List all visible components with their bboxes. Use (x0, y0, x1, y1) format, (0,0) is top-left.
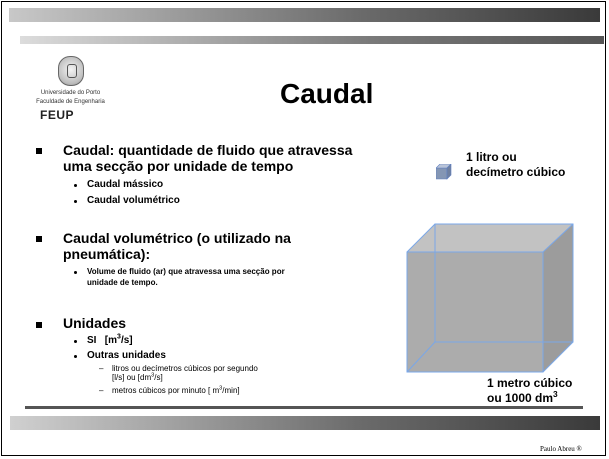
section2-heading-line1: Caudal volumétrico (o utilizado na (63, 230, 291, 246)
section1-item-2: Caudal volumétrico (87, 195, 180, 206)
feup-logo: Universidade do Porto Faculdade de Engen… (28, 56, 113, 128)
footer-rule (25, 406, 583, 409)
other-unit-1-sup: 3 (151, 372, 155, 379)
small-cube-label-line1: 1 litro ou (466, 150, 517, 164)
si-unit-post: /s] (120, 335, 133, 346)
logo-faculty-text: Faculdade de Engenharia (36, 99, 105, 105)
si-unit-pre: [m (104, 335, 118, 346)
footer-bar (10, 416, 600, 430)
bullet-dot (74, 340, 77, 343)
section1-heading-line1: Caudal: quantidade de fluido que atraves… (63, 142, 353, 158)
logo-acronym: FEUP (40, 108, 75, 122)
dash-marker: – (99, 386, 104, 395)
other-unit-2: metros cúbicos por minuto [ m3/min] (112, 386, 240, 395)
bullet-dot (74, 200, 77, 203)
other-units-label: Outras unidades (87, 350, 166, 361)
section3-heading: Unidades (63, 315, 127, 331)
logo-university-text: Universidade do Porto (40, 90, 101, 96)
other-unit-2-sup: 3 (219, 385, 223, 392)
bullet-square (36, 148, 42, 154)
other-unit-2-post: /min] (222, 386, 240, 395)
section2-heading-line2: pneumática): (63, 246, 151, 262)
slide-title: Caudal (280, 78, 374, 109)
other-unit-1-pre: [l/s] ou [dm (112, 373, 152, 382)
section1-item-1: Caudal mássico (87, 179, 164, 190)
big-cube-illustration (406, 223, 574, 373)
other-unit-1-line1: litros ou decímetros cúbicos por segundo (112, 364, 258, 373)
bullet-dot (74, 184, 77, 187)
university-seal-icon (58, 56, 84, 86)
big-cube-label-sup: 3 (553, 389, 558, 399)
si-unit-sup: 3 (117, 333, 121, 341)
header-bar (9, 8, 600, 22)
section1-heading-line2: uma secção por unidade de tempo (63, 158, 294, 174)
other-unit-1-line2: [l/s] ou [dm3/s] (112, 373, 163, 382)
footer-author: Paulo Abreu ® (540, 445, 582, 453)
bullet-square (36, 322, 42, 328)
bullet-square (36, 236, 42, 242)
header-bar-secondary (20, 36, 604, 44)
small-cube-icon (436, 164, 452, 180)
small-cube-label-line2: decímetro cúbico (466, 165, 566, 179)
bullet-dot (74, 355, 77, 358)
dash-marker: – (99, 364, 104, 373)
si-unit-line: SI [m3/s] (87, 333, 133, 347)
si-label: SI (87, 335, 97, 346)
section2-item-line1: Volume de fluido (ar) que atravessa uma … (87, 267, 285, 276)
big-cube-label-line1: 1 metro cúbico (487, 376, 573, 390)
other-unit-1-post: /s] (154, 373, 163, 382)
bullet-dot (74, 271, 77, 274)
other-unit-2-pre: metros cúbicos por minuto [ m (112, 386, 220, 395)
big-cube-label-line2: ou 1000 dm3 (487, 389, 558, 406)
section2-item-line2: unidade de tempo. (87, 278, 158, 287)
big-cube-label-pre: ou 1000 dm (487, 391, 554, 405)
